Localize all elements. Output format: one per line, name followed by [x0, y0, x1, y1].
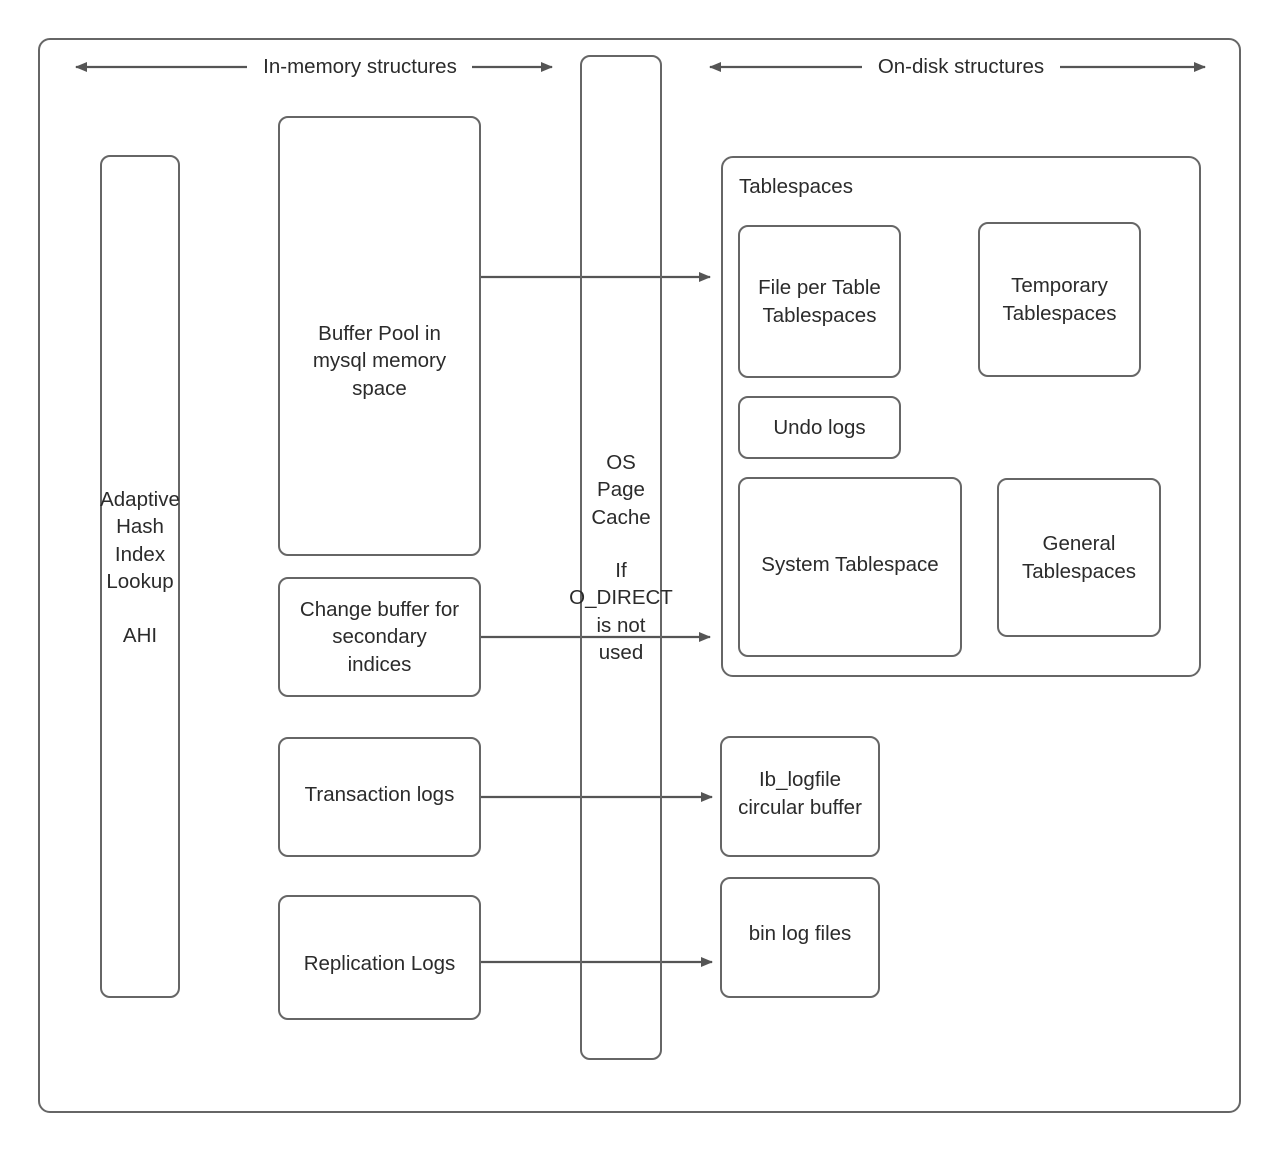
system-tablespace-label: System Tablespace	[761, 553, 939, 577]
change-buffer-label: Change buffer for secondary indices	[299, 598, 460, 676]
bin-log-files-label: bin log files	[748, 921, 852, 945]
transaction-logs-box[interactable]: Transaction logs	[278, 737, 481, 857]
header-on-disk-structures: On-disk structures	[877, 55, 1045, 78]
general-tablespaces-box[interactable]: General Tablespaces	[997, 478, 1161, 637]
tablespaces-container	[721, 156, 1201, 677]
undo-logs-label: Undo logs	[773, 415, 866, 439]
replication-logs-label: Replication Logs	[303, 951, 456, 975]
bin-log-files-box[interactable]: bin log files	[720, 877, 880, 998]
system-tablespace-box[interactable]: System Tablespace	[738, 477, 962, 657]
file-per-table-tablespaces-label: File per Table Tablespaces	[758, 276, 881, 327]
buffer-pool-label: Buffer Pool in mysql memory space	[312, 322, 447, 400]
adaptive-hash-index-box[interactable]	[100, 155, 180, 998]
header-in-memory-structures: In-memory structures	[263, 55, 457, 78]
general-tablespaces-label: General Tablespaces	[1022, 532, 1136, 583]
change-buffer-box[interactable]: Change buffer for secondary indices	[278, 577, 481, 697]
buffer-pool-box[interactable]: Buffer Pool in mysql memory space	[278, 116, 481, 556]
ib-logfile-label: Ib_logfile circular buffer	[738, 768, 862, 819]
diagram-outer-frame	[38, 38, 1241, 1113]
temporary-tablespaces-label: Temporary Tablespaces	[1002, 274, 1117, 325]
file-per-table-tablespaces-box[interactable]: File per Table Tablespaces	[738, 225, 901, 378]
undo-logs-box[interactable]: Undo logs	[738, 396, 901, 459]
transaction-logs-label: Transaction logs	[304, 783, 455, 807]
os-page-cache-box[interactable]	[580, 55, 662, 1060]
tablespaces-title: Tablespaces	[739, 175, 853, 198]
ib-logfile-box[interactable]: Ib_logfile circular buffer	[720, 736, 880, 857]
temporary-tablespaces-box[interactable]: Temporary Tablespaces	[978, 222, 1141, 377]
replication-logs-box[interactable]: Replication Logs	[278, 895, 481, 1020]
